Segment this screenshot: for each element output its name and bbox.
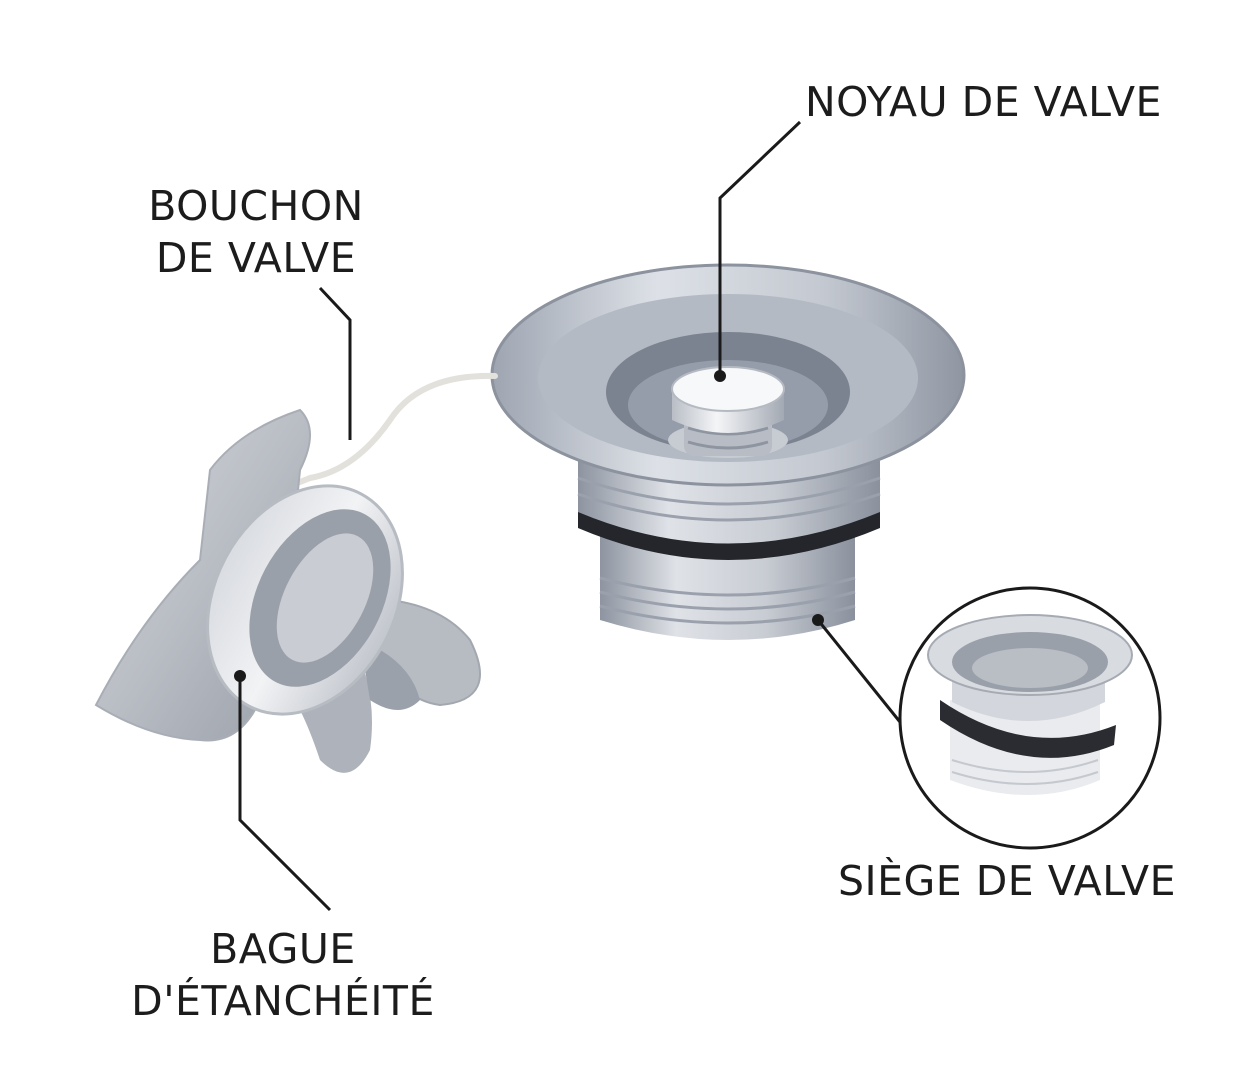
leader-dot-valve-core [714,370,726,382]
label-valve-core: NOYAU DE VALVE [805,78,1162,126]
leader-line-valve-cap [318,286,352,440]
o-ring [578,510,880,560]
label-valve-seat: SIÈGE DE VALVE [838,857,1177,905]
leader-line-sealing-ring [238,676,332,912]
leader-dot-sealing-ring [234,670,246,682]
valve-core [671,366,785,456]
label-sealing-ring-line1: BAGUE [210,925,356,973]
label-valve-cap-line2: DE VALVE [155,234,357,282]
valve-cap [94,408,481,773]
leader-line-valve-seat [816,619,902,723]
valve-seat-inset [898,586,1162,850]
leader-line-valve-core [718,120,802,376]
leader-dot-valve-seat [812,614,824,626]
label-valve-cap: BOUCHON DE VALVE [120,180,392,284]
label-sealing-ring: BAGUE D'ÉTANCHÉITÉ [108,923,458,1027]
label-valve-cap-line1: BOUCHON [148,182,364,230]
label-sealing-ring-line2: D'ÉTANCHÉITÉ [131,977,435,1025]
tether-cord [287,372,498,489]
